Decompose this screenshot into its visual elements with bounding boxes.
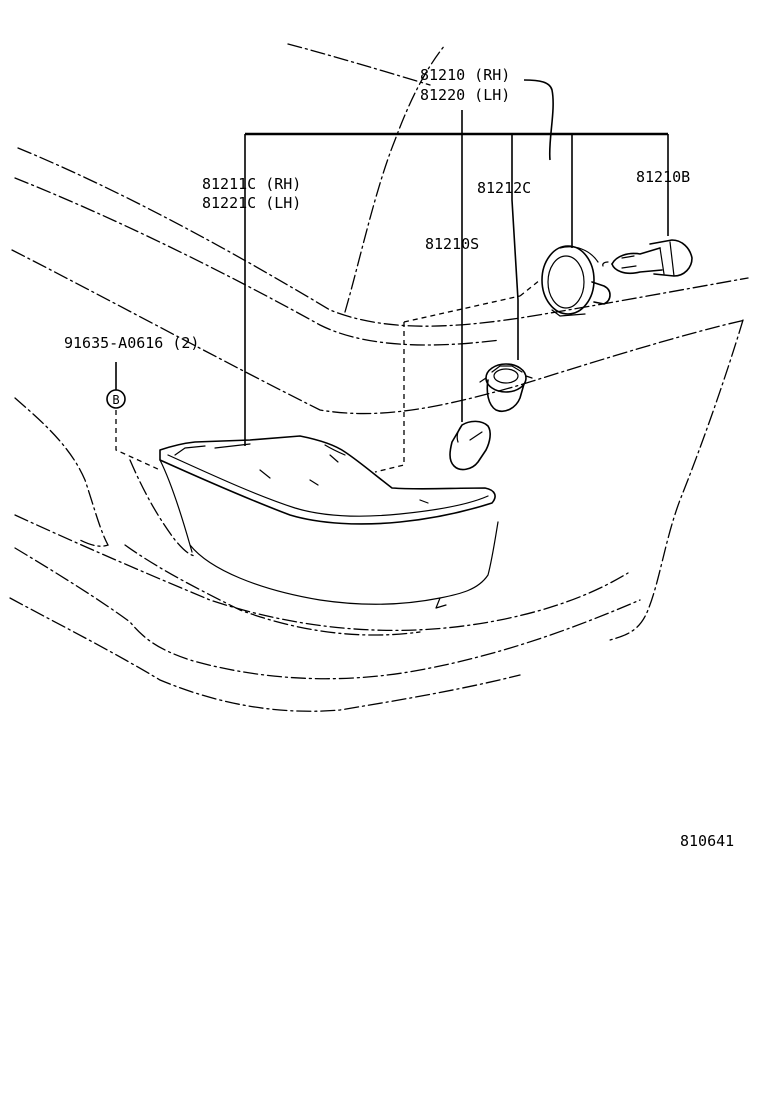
label-81220-lh: 81220 (LH) xyxy=(420,86,510,104)
fastener-mark: B xyxy=(112,393,119,407)
diagram-number: 810641 xyxy=(680,832,734,850)
label-81210-rh: 81210 (RH) xyxy=(420,66,510,84)
assembly-indicator-lines xyxy=(115,279,541,473)
label-91635-A0616: 91635-A0616 (2) xyxy=(64,334,199,352)
label-81212C: 81212C xyxy=(477,179,531,197)
part-labels: 81210 (RH) 81220 (LH) 81211C (RH) 81221C… xyxy=(64,66,734,850)
fog-lamp-housing xyxy=(159,435,499,609)
label-81221C-lh: 81221C (LH) xyxy=(202,194,301,212)
retaining-ring xyxy=(541,245,611,317)
bulb-81210S xyxy=(449,420,491,471)
fastener-symbol: B xyxy=(106,389,126,409)
label-81210S: 81210S xyxy=(425,235,479,253)
label-81210B: 81210B xyxy=(636,168,690,186)
label-81211C-rh: 81211C (RH) xyxy=(202,175,301,193)
bulb-81210B xyxy=(602,239,693,277)
leader-lines xyxy=(115,79,669,446)
socket-81212C xyxy=(479,363,533,413)
vehicle-body-outline xyxy=(9,43,749,712)
